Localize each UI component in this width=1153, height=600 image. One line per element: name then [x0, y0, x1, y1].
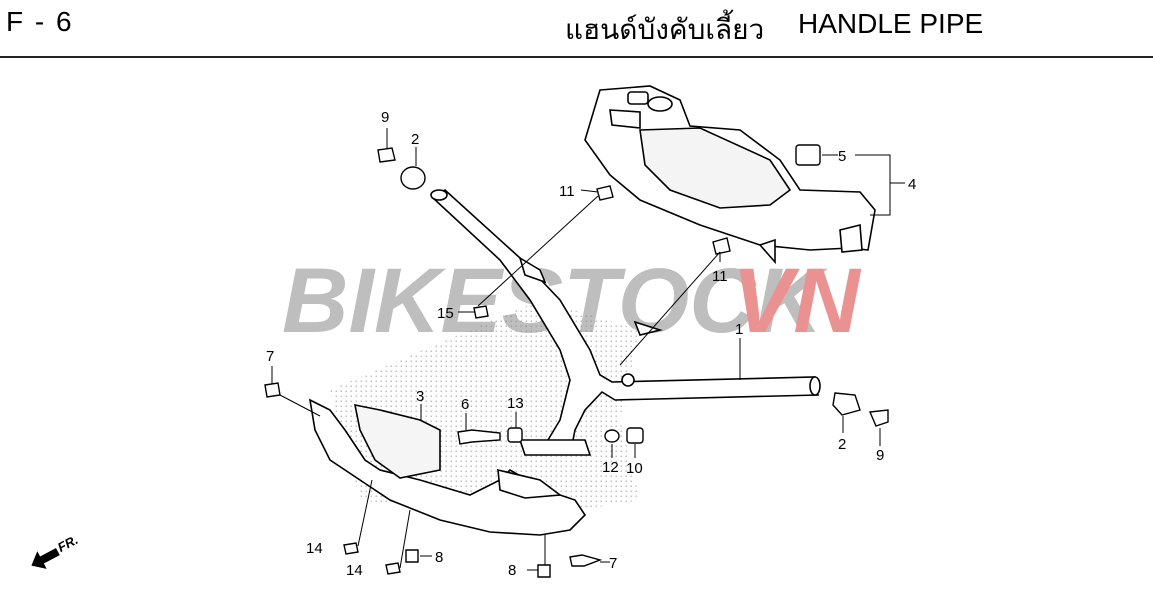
bolt-9-top [377, 147, 396, 163]
callout-8-a: 8 [435, 549, 443, 566]
callout-14-b: 14 [346, 562, 363, 579]
callout-8-b: 8 [508, 562, 516, 579]
clip-8-b [537, 564, 551, 578]
cap-5 [795, 144, 821, 166]
callout-6: 6 [461, 396, 469, 413]
lower-handle-cover-part [308, 398, 587, 536]
callout-2-right: 2 [838, 436, 846, 453]
upper-handle-cover-part [584, 85, 876, 265]
callout-5: 5 [838, 148, 846, 165]
leader-lines [271, 128, 905, 571]
callout-9-right: 9 [876, 447, 884, 464]
nut-10 [626, 427, 644, 444]
callout-14-a: 14 [306, 540, 323, 557]
page-code: F - 6 [6, 6, 74, 37]
callout-1: 1 [735, 321, 743, 338]
small-parts [264, 144, 889, 578]
bolt-9-right [868, 409, 889, 427]
front-direction-indicator: FR. [31, 532, 81, 569]
parts-diagram: BIKESTOCK VN [31, 85, 916, 579]
callout-7-left: 7 [266, 348, 274, 365]
callout-13: 13 [507, 395, 524, 412]
nut-13 [507, 427, 523, 443]
callout-15: 15 [437, 305, 454, 322]
clip-8-a [405, 549, 419, 563]
weight-2-top [400, 166, 426, 190]
callout-10: 10 [626, 460, 643, 477]
clip-11-top [596, 185, 614, 201]
callout-11-top: 11 [559, 183, 575, 200]
callout-4: 4 [908, 176, 916, 193]
screw-7-bottom [569, 554, 603, 567]
weight-2-right [832, 392, 861, 416]
watermark-text-accent: VN [732, 250, 862, 352]
callout-7-bottom: 7 [609, 555, 617, 572]
front-label: FR. [55, 532, 81, 555]
screw-7-left [264, 382, 281, 398]
header-divider [0, 56, 1153, 58]
screw-15 [473, 305, 489, 319]
screw-14-a [343, 542, 359, 555]
handle-pipe-part [430, 188, 821, 456]
callout-labels: 9 2 11 5 4 11 15 1 7 3 6 13 12 10 2 9 14… [266, 109, 916, 579]
front-arrow-icon [31, 548, 60, 569]
page-title-english: HANDLE PIPE [798, 8, 984, 39]
screw-14-b [385, 562, 401, 575]
callout-11-mid: 11 [712, 268, 728, 285]
callout-3: 3 [416, 388, 424, 405]
page-title-thai: แฮนด์บังคับเลี้ยว [565, 14, 765, 45]
callout-9-top: 9 [381, 109, 389, 126]
callout-2-top: 2 [411, 131, 419, 148]
bolt-6 [457, 429, 501, 445]
clip-11-mid [712, 237, 731, 255]
callout-12: 12 [602, 459, 619, 476]
washer-12 [604, 429, 620, 443]
